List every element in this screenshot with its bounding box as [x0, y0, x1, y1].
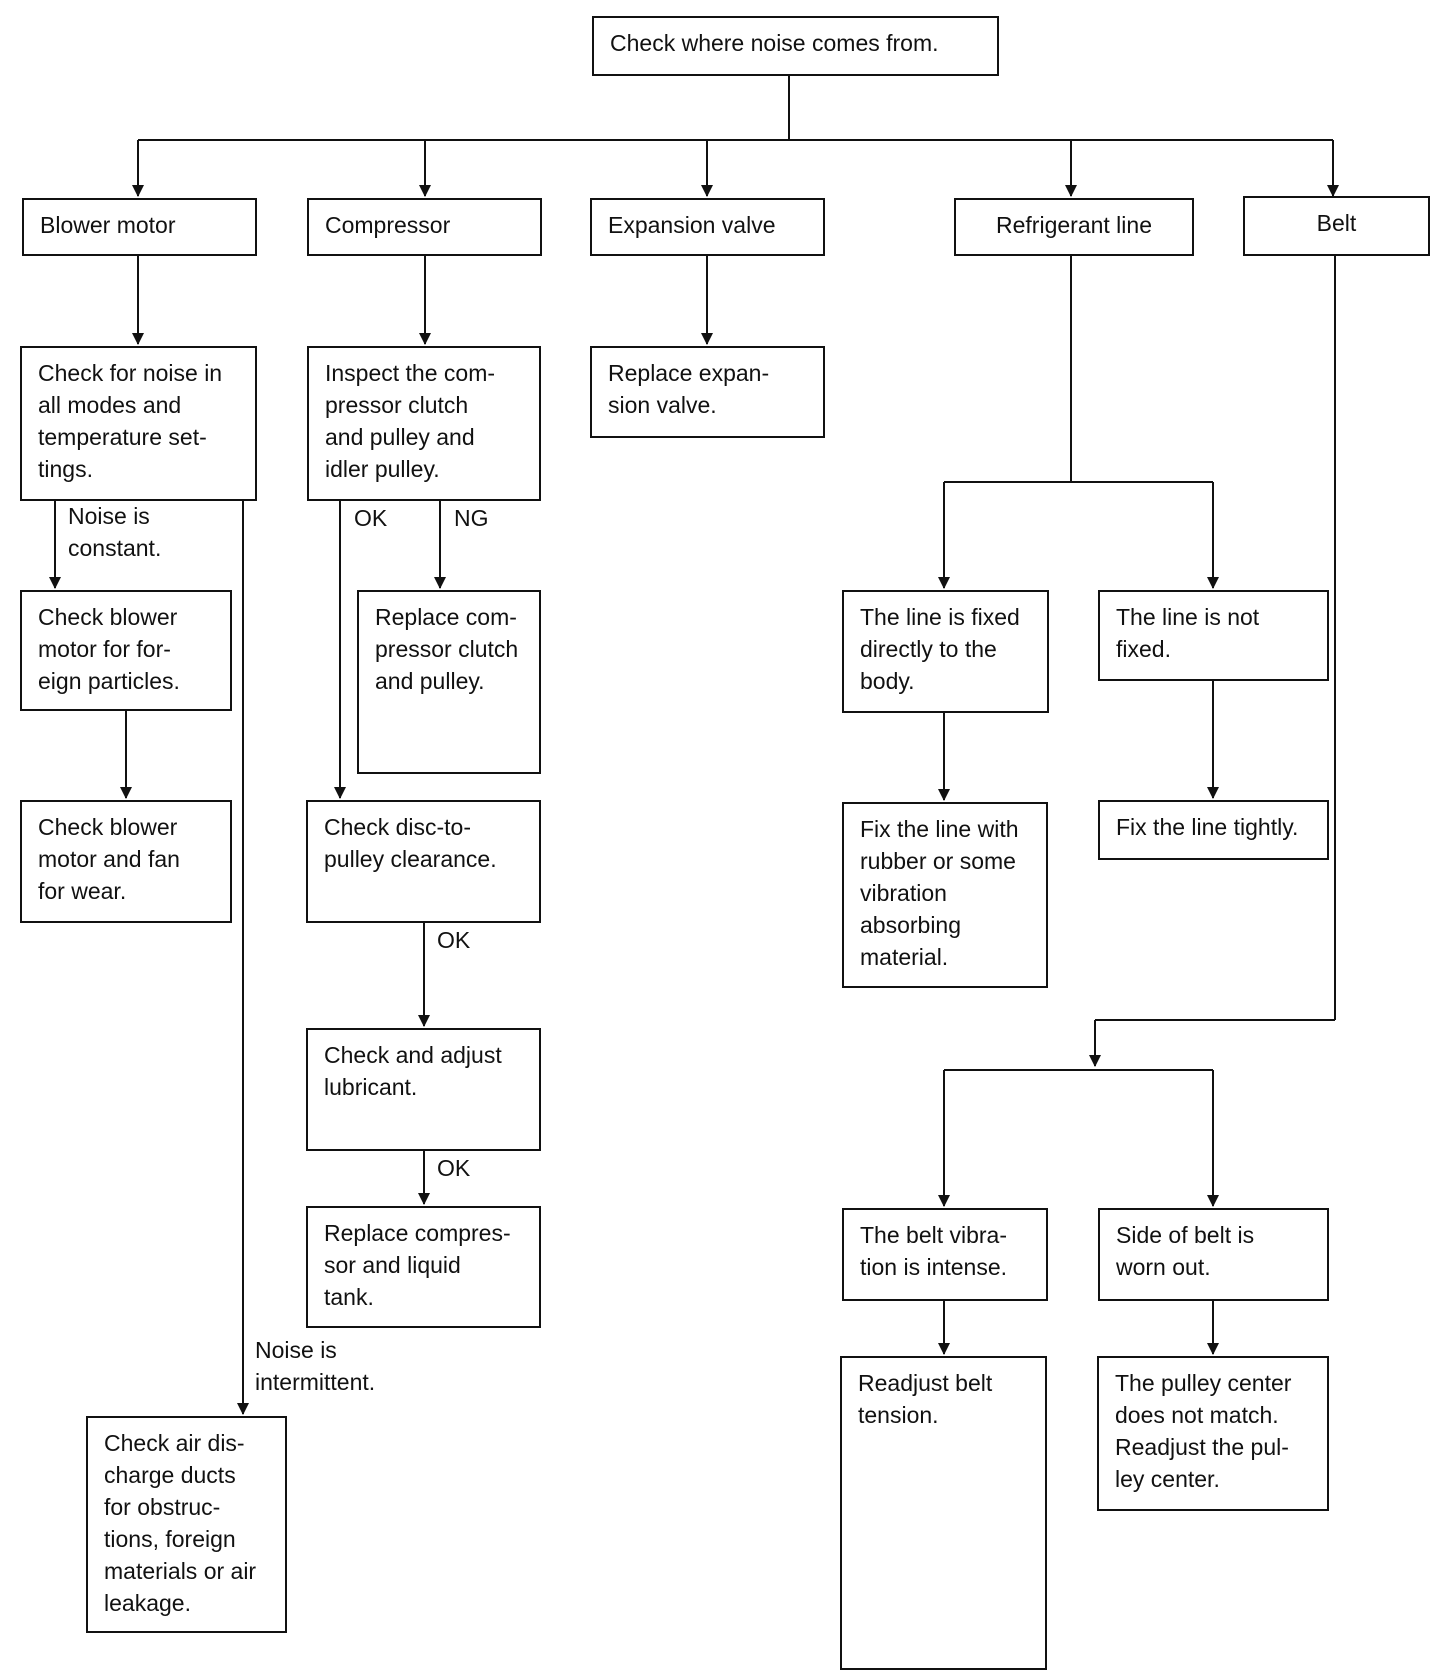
category-belt: Belt [1243, 196, 1430, 256]
ng-label: NG [454, 505, 489, 531]
ok-label-3: OK [437, 1155, 471, 1181]
line-not-fixed-box: The line is not fixed. [1098, 590, 1329, 681]
category-compressor: Compressor [307, 198, 542, 256]
pulley-center-box: The pulley center does not match. Readju… [1097, 1356, 1329, 1511]
category-blower-motor: Blower motor [22, 198, 257, 256]
check-foreign-particles-box: Check blower motor for for- eign particl… [20, 590, 232, 711]
adjust-lubricant-box: Check and adjust lubricant. [306, 1028, 541, 1151]
belt-side-worn-box: Side of belt is worn out. [1098, 1208, 1329, 1301]
inspect-clutch-box: Inspect the com- pressor clutch and pull… [307, 346, 541, 501]
replace-clutch-box: Replace com- pressor clutch and pulley. [357, 590, 541, 774]
replace-expansion-valve-box: Replace expan- sion valve. [590, 346, 825, 438]
check-air-ducts-box: Check air dis- charge ducts for obstruc-… [86, 1416, 287, 1633]
noise-intermittent-label: Noise is intermittent. [255, 1337, 376, 1395]
category-expansion-valve: Expansion valve [590, 198, 825, 256]
noise-constant-label: Noise is constant. [68, 503, 162, 561]
fix-line-tightly-box: Fix the line tightly. [1098, 800, 1329, 860]
disc-clearance-box: Check disc-to- pulley clearance. [306, 800, 541, 923]
root-node: Check where noise comes from. [592, 16, 999, 76]
check-fan-wear-box: Check blower motor and fan for wear. [20, 800, 232, 923]
replace-compressor-box: Replace compres- sor and liquid tank. [306, 1206, 541, 1328]
readjust-belt-tension-box: Readjust belt tension. [840, 1356, 1047, 1670]
fix-line-rubber-box: Fix the line with rubber or some vibrati… [842, 802, 1048, 988]
line-fixed-box: The line is fixed directly to the body. [842, 590, 1049, 713]
ok-label-1: OK [354, 505, 388, 531]
belt-vibration-box: The belt vibra- tion is intense. [842, 1208, 1048, 1301]
ok-label-2: OK [437, 927, 471, 953]
category-refrigerant-line: Refrigerant line [954, 198, 1194, 256]
check-noise-modes-box: Check for noise in all modes and tempera… [20, 346, 257, 501]
